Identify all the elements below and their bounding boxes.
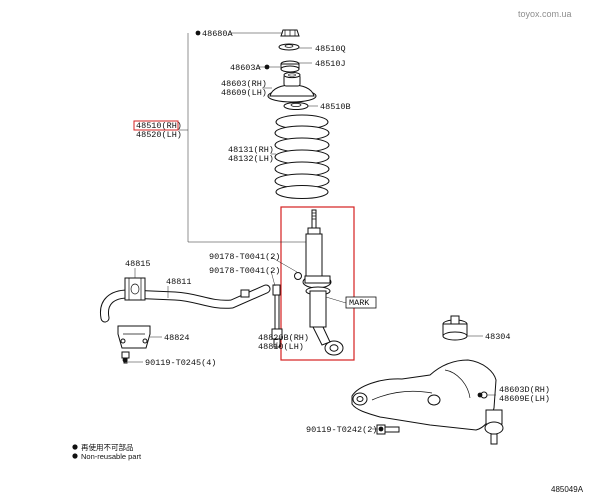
label-48132-lh: 48132(LH) xyxy=(228,154,274,164)
label-48609e-lh: 48609E(LH) xyxy=(499,394,550,404)
legend: 再使用不可部品 Non-reusable part xyxy=(72,442,142,461)
label-48820b-rh: 48820B(RH) xyxy=(258,333,309,343)
label-90119-t0242: 90119-T0242(2) xyxy=(306,425,377,435)
label-90178-b: 90178-T0041(2) xyxy=(209,266,280,276)
upper-support-part[interactable] xyxy=(267,71,317,103)
lower-arm-part[interactable] xyxy=(351,359,497,431)
label-48510j: 48510J xyxy=(315,59,346,69)
mark-label: MARK xyxy=(349,298,370,308)
legend-dot-1 xyxy=(72,444,78,450)
legend-text-japanese: 再使用不可部品 xyxy=(81,442,134,452)
stabilizer-bar-part[interactable] xyxy=(99,284,271,323)
spring-insulator-part[interactable] xyxy=(283,102,309,110)
label-48824: 48824 xyxy=(164,333,190,343)
bar-link-nut-part[interactable] xyxy=(240,289,250,298)
label-48510b: 48510B xyxy=(320,102,351,112)
label-48510-rh: 48510(RH) xyxy=(136,121,182,131)
shock-absorber-highlight xyxy=(280,206,355,361)
washer-48510q-part[interactable] xyxy=(278,43,300,51)
label-48603d-rh: 48603D(RH) xyxy=(499,385,550,395)
top-nut-part[interactable] xyxy=(280,29,300,37)
label-48815: 48815 xyxy=(125,259,151,269)
leader-lines xyxy=(128,32,496,430)
coil-spring-part[interactable] xyxy=(274,114,330,199)
collar-48510j-part[interactable] xyxy=(280,60,300,73)
label-90178-a: 90178-T0041(2) xyxy=(209,252,280,262)
stabilizer-bushing-part[interactable] xyxy=(124,277,146,301)
bushing-bracket-part[interactable] xyxy=(117,325,151,349)
label-48810-lh: 48810(LH) xyxy=(258,342,304,352)
highlight-box-48510 xyxy=(133,120,179,131)
bump-stopper-part[interactable] xyxy=(442,315,468,341)
label-48811: 48811 xyxy=(166,277,192,287)
label-48131-rh: 48131(RH) xyxy=(228,145,274,155)
label-48680a: 48680A xyxy=(202,29,234,39)
label-48520-lh: 48520(LH) xyxy=(136,130,182,140)
label-48510q: 48510Q xyxy=(315,44,346,54)
label-48304: 48304 xyxy=(485,332,511,342)
label-90119-t0245: 90119-T0245(4) xyxy=(145,358,216,368)
shock-absorber-part[interactable] xyxy=(302,209,347,356)
ball-joint-part[interactable] xyxy=(484,409,504,445)
label-48603a: 48603A xyxy=(230,63,262,73)
non-reusable-markers xyxy=(122,30,483,432)
legend-dot-2 xyxy=(72,453,78,459)
label-48609-lh: 48609(LH) xyxy=(221,88,267,98)
diagram-code: 485049A xyxy=(551,485,584,494)
legend-text-english: Non-reusable part xyxy=(81,452,142,461)
mark-label-box: MARK xyxy=(345,296,377,309)
label-48603-rh: 48603(RH) xyxy=(221,79,267,89)
watermark-text: toyox.com.ua xyxy=(518,9,572,19)
